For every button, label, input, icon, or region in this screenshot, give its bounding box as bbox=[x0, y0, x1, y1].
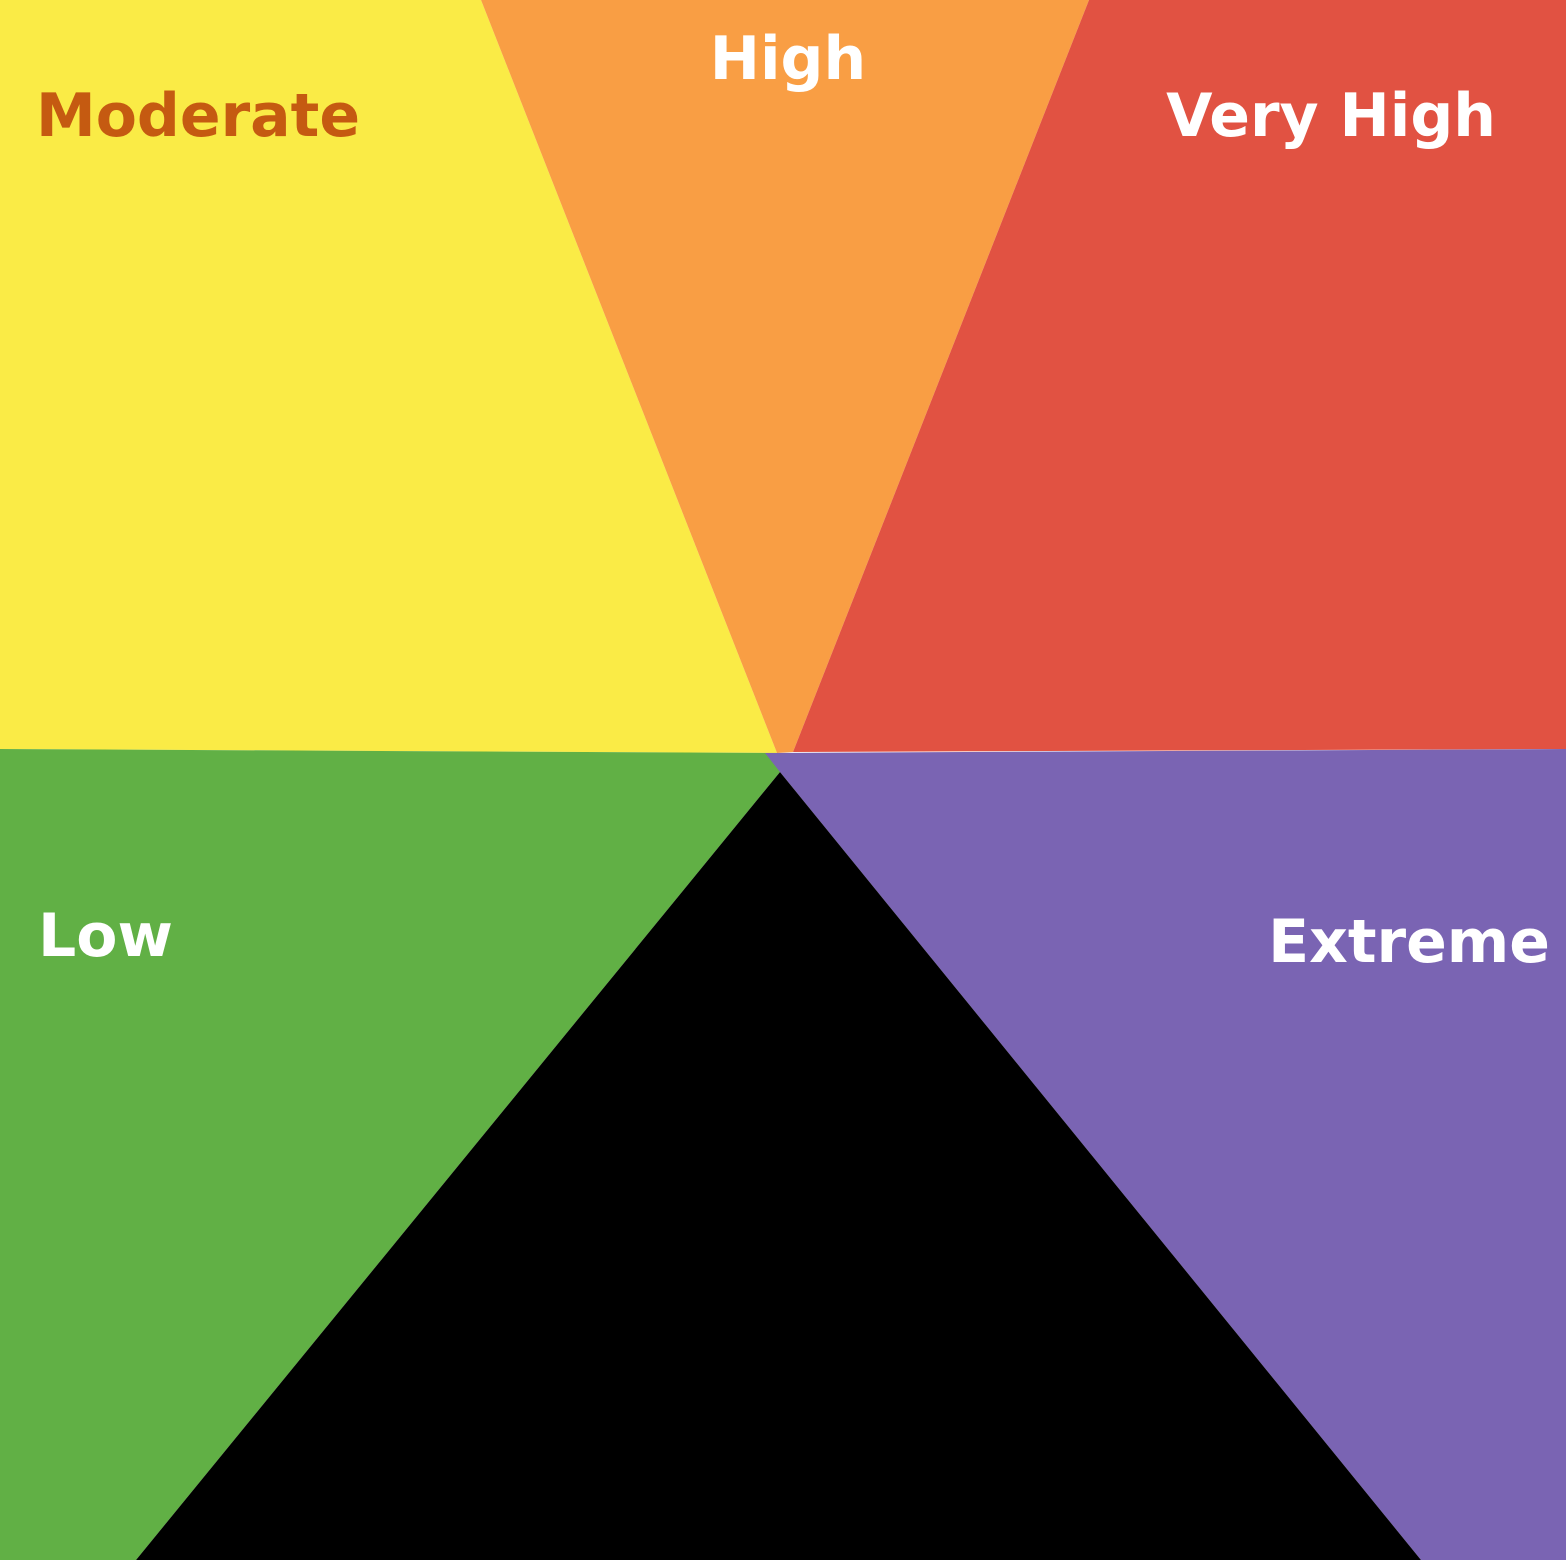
sector-low bbox=[0, 749, 780, 1560]
sector-moderate bbox=[0, 0, 777, 753]
label-moderate: Moderate bbox=[36, 81, 360, 151]
sector-very-high bbox=[793, 0, 1566, 752]
label-very-high: Very High bbox=[1166, 81, 1496, 151]
sector-extreme bbox=[765, 749, 1566, 1560]
label-high: High bbox=[710, 24, 866, 94]
label-low: Low bbox=[38, 901, 173, 971]
sector-bottom bbox=[136, 772, 1421, 1560]
label-extreme: Extreme bbox=[1268, 907, 1550, 977]
sector-high bbox=[481, 0, 1089, 753]
